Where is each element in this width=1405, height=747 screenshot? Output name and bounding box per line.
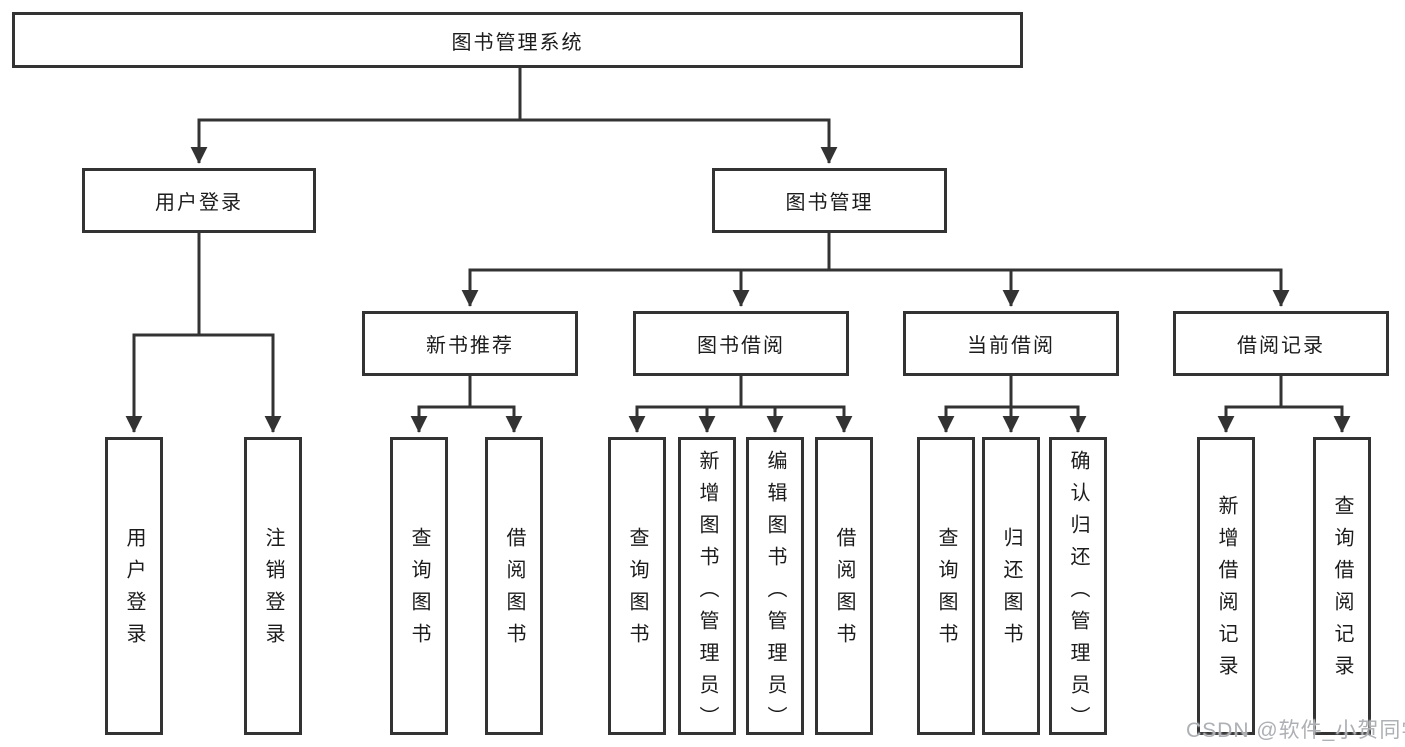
node-current-borrowing: 当前借阅 <box>903 311 1119 376</box>
node-user-login: 用户登录 <box>82 168 316 233</box>
node-leaf-borrow-books-1: 借阅图书 <box>485 437 543 735</box>
node-leaf-logout: 注销登录 <box>244 437 302 735</box>
csdn-watermark: CSDN @软件_小贺同学 <box>1186 719 1405 742</box>
node-leaf-query-books-3: 查询图书 <box>917 437 975 735</box>
node-new-book-recommend: 新书推荐 <box>362 311 578 376</box>
node-system-root: 图书管理系统 <box>12 12 1023 68</box>
node-leaf-add-book-admin: 新增图书（管理员） <box>678 437 736 738</box>
node-book-management: 图书管理 <box>712 168 947 233</box>
node-leaf-confirm-return-admin: 确认归还（管理员） <box>1049 437 1107 738</box>
node-leaf-query-books-2: 查询图书 <box>608 437 666 735</box>
node-leaf-return-books: 归还图书 <box>982 437 1040 735</box>
node-leaf-user-login: 用户登录 <box>105 437 163 735</box>
node-book-borrowing: 图书借阅 <box>633 311 849 376</box>
node-leaf-edit-book-admin: 编辑图书（管理员） <box>746 437 804 738</box>
node-leaf-add-borrow-record: 新增借阅记录 <box>1197 437 1255 735</box>
node-borrowing-records: 借阅记录 <box>1173 311 1389 376</box>
node-leaf-borrow-books-2: 借阅图书 <box>815 437 873 735</box>
node-leaf-query-books-1: 查询图书 <box>390 437 448 735</box>
node-leaf-query-borrow-record: 查询借阅记录 <box>1313 437 1371 735</box>
